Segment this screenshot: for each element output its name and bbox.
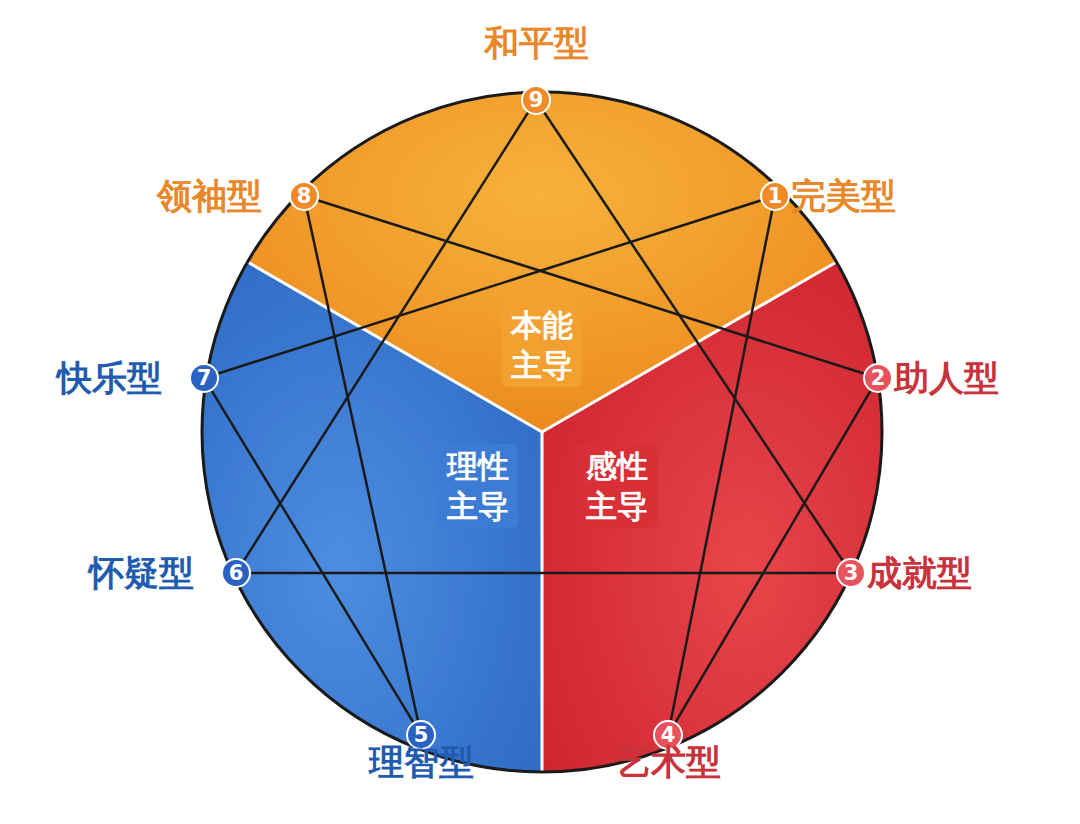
type-number: 9 bbox=[529, 90, 544, 111]
type-number: 1 bbox=[768, 186, 783, 207]
type-number: 2 bbox=[871, 368, 886, 389]
type-circle: 6怀疑型 bbox=[221, 558, 251, 588]
type-number: 6 bbox=[229, 563, 244, 584]
type-circle: 4艺术型 bbox=[653, 720, 683, 750]
type-circle: 2助人型 bbox=[863, 363, 893, 393]
type-name: 领袖型 bbox=[157, 177, 262, 216]
type-name: 理智型 bbox=[369, 743, 474, 782]
connector-line bbox=[212, 391, 413, 722]
region-label: 本能 主导 bbox=[506, 305, 577, 386]
connector-line bbox=[307, 211, 418, 721]
connector-line bbox=[218, 201, 760, 374]
type-number: 8 bbox=[297, 186, 312, 207]
type-circle: 1完美型 bbox=[760, 181, 790, 211]
region-label: 理性 主导 bbox=[442, 446, 513, 527]
center-region-label: 本能 主导 bbox=[502, 303, 581, 388]
type-number: 7 bbox=[197, 368, 212, 389]
type-name: 艺术型 bbox=[616, 743, 721, 782]
type-name: 怀疑型 bbox=[89, 554, 194, 593]
connector-line bbox=[676, 391, 871, 722]
type-circle: 8领袖型 bbox=[289, 181, 319, 211]
type-circle: 9和平型 bbox=[521, 85, 551, 115]
type-circle: 5理智型 bbox=[406, 720, 436, 750]
thinking-sector bbox=[202, 262, 542, 772]
type-circle: 3成就型 bbox=[836, 558, 866, 588]
center-region-label: 理性 主导 bbox=[438, 444, 517, 529]
type-name: 快乐型 bbox=[57, 359, 162, 398]
type-name: 完美型 bbox=[791, 177, 896, 216]
region-label: 感性 主导 bbox=[581, 446, 652, 527]
type-name: 助人型 bbox=[894, 359, 999, 398]
connector-line bbox=[251, 572, 836, 575]
type-name: 成就型 bbox=[867, 554, 972, 593]
type-circle: 7快乐型 bbox=[189, 363, 219, 393]
outer-circle bbox=[202, 92, 882, 772]
type-number: 3 bbox=[844, 563, 859, 584]
type-name: 和平型 bbox=[484, 24, 589, 63]
center-region-label: 感性 主导 bbox=[577, 444, 656, 529]
connector-line bbox=[244, 113, 528, 561]
connector-line bbox=[318, 201, 863, 374]
